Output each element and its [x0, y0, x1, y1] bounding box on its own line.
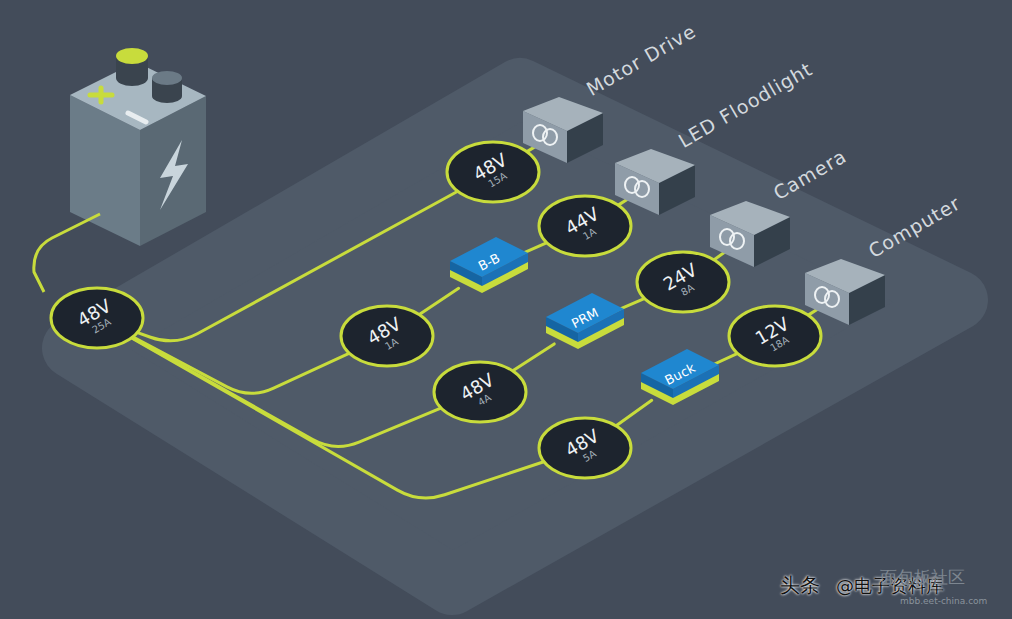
device-cube	[805, 259, 885, 325]
device-cube	[523, 97, 603, 163]
watermark: 头条	[780, 572, 820, 599]
platform	[72, 88, 958, 585]
load-label: Camera	[771, 146, 850, 203]
device-cube	[615, 149, 695, 215]
voltage-node: 48V4A	[432, 360, 528, 424]
watermark: 面包板社区	[880, 566, 965, 589]
load-label: Computer	[866, 193, 964, 261]
load-label: Motor Drive	[584, 21, 700, 99]
power-line	[617, 400, 652, 425]
device-cube	[710, 201, 790, 267]
power-line	[514, 344, 555, 370]
load-node: Camera	[710, 201, 790, 267]
voltage-node: 48V1A	[339, 304, 435, 368]
power-line	[132, 338, 543, 498]
load-node: Motor Drive	[523, 97, 603, 163]
load-label: LED Floodlight	[676, 59, 816, 151]
converter-node: Buck	[639, 353, 721, 407]
power-line	[134, 337, 349, 393]
voltage-node: 12V18A	[727, 304, 823, 368]
voltage-node: 48V15A	[445, 140, 541, 204]
watermark: mbb.eet-china.com	[900, 596, 987, 606]
load-node: Computer	[805, 259, 885, 325]
load-node: LED Floodlight	[615, 149, 695, 215]
converter-node: B-B	[448, 241, 530, 295]
voltage-node: 48V25A	[49, 286, 145, 350]
voltage-node: 24V8A	[635, 250, 731, 314]
voltage-node: 44V1A	[537, 194, 633, 258]
voltage-node: 48V5A	[537, 416, 633, 480]
power-line	[420, 288, 459, 314]
converter-node: PRM	[544, 297, 626, 351]
battery	[34, 48, 206, 292]
